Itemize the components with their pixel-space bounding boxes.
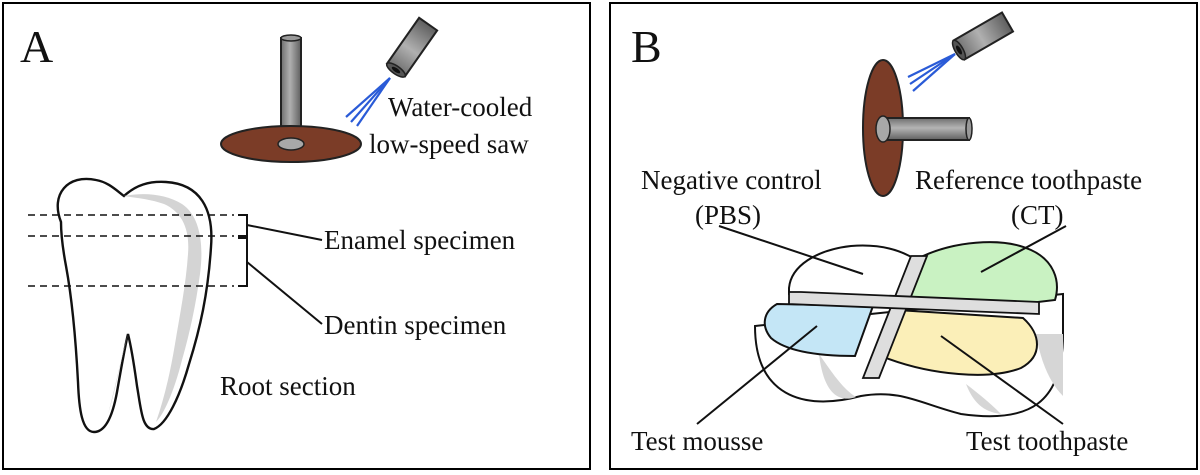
panel-a-letter: A	[20, 21, 53, 72]
saw-label-line1: Water-cooled	[388, 92, 533, 122]
water-nozzle	[951, 11, 1015, 61]
root-label: Root section	[220, 371, 356, 401]
panel-b: B	[609, 2, 1198, 470]
quadrant-reference-toothpaste	[903, 241, 1058, 305]
tooth-outline	[56, 177, 213, 434]
specimen-block	[753, 241, 1064, 418]
test-toothpaste-label: Test toothpaste	[966, 426, 1128, 456]
saw-blade	[220, 34, 362, 163]
panel-a: A Water-cooled low-speed saw	[2, 2, 591, 470]
reference-toothpaste-label-line1: Reference toothpaste	[915, 165, 1142, 195]
test-mousse-label: Test mousse	[631, 426, 763, 456]
negative-control-label-line2: (PBS)	[695, 200, 761, 230]
quadrant-test-mousse	[763, 302, 875, 358]
panel-a-illustration: A Water-cooled low-speed saw	[20, 16, 533, 434]
saw-blade	[862, 59, 973, 197]
quadrant-test-toothpaste	[879, 308, 1038, 376]
panel-b-letter: B	[631, 21, 662, 72]
panel-b-illustration: B	[631, 11, 1142, 456]
water-nozzle	[385, 16, 439, 78]
negative-control-label-line1: Negative control	[641, 165, 822, 195]
leader-lines	[696, 225, 1067, 425]
saw-label-line2: low-speed saw	[369, 129, 529, 159]
dentin-bracket	[238, 237, 323, 325]
enamel-bracket	[238, 214, 323, 241]
enamel-label: Enamel specimen	[324, 225, 516, 255]
cut-lines	[28, 214, 234, 287]
water-spray	[907, 53, 956, 92]
dentin-label: Dentin specimen	[324, 310, 507, 340]
reference-toothpaste-label-line2: (CT)	[1011, 200, 1063, 230]
water-spray	[345, 77, 391, 127]
